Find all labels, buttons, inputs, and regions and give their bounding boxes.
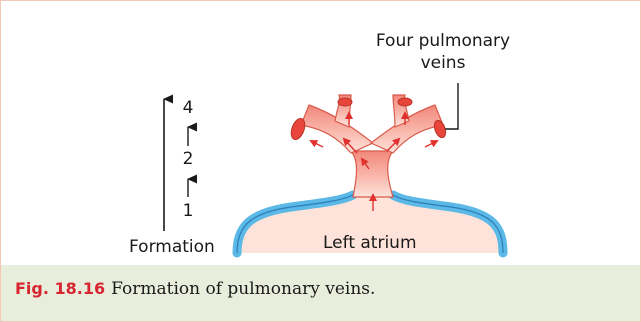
label-formation: Formation <box>129 237 215 257</box>
figure-caption: Fig. 18.16 Formation of pulmonary veins. <box>1 265 640 321</box>
vein-opening-right-upper <box>398 98 412 106</box>
pulmonary-vein-tree <box>289 95 448 197</box>
label-four-pulmonary-veins: Four pulmonary veins <box>353 30 533 74</box>
label-left-atrium: Left atrium <box>323 233 417 253</box>
step-2: 2 <box>177 149 199 169</box>
veins-leader-line <box>445 83 458 129</box>
step-1: 1 <box>177 201 199 221</box>
step-4: 4 <box>177 98 199 118</box>
vein-opening-left-upper <box>338 98 352 106</box>
caption-text: Formation of pulmonary veins. <box>111 279 375 299</box>
caption-figure-number: Fig. 18.16 <box>15 279 105 298</box>
pulmonary-veins-diagram <box>1 1 640 264</box>
